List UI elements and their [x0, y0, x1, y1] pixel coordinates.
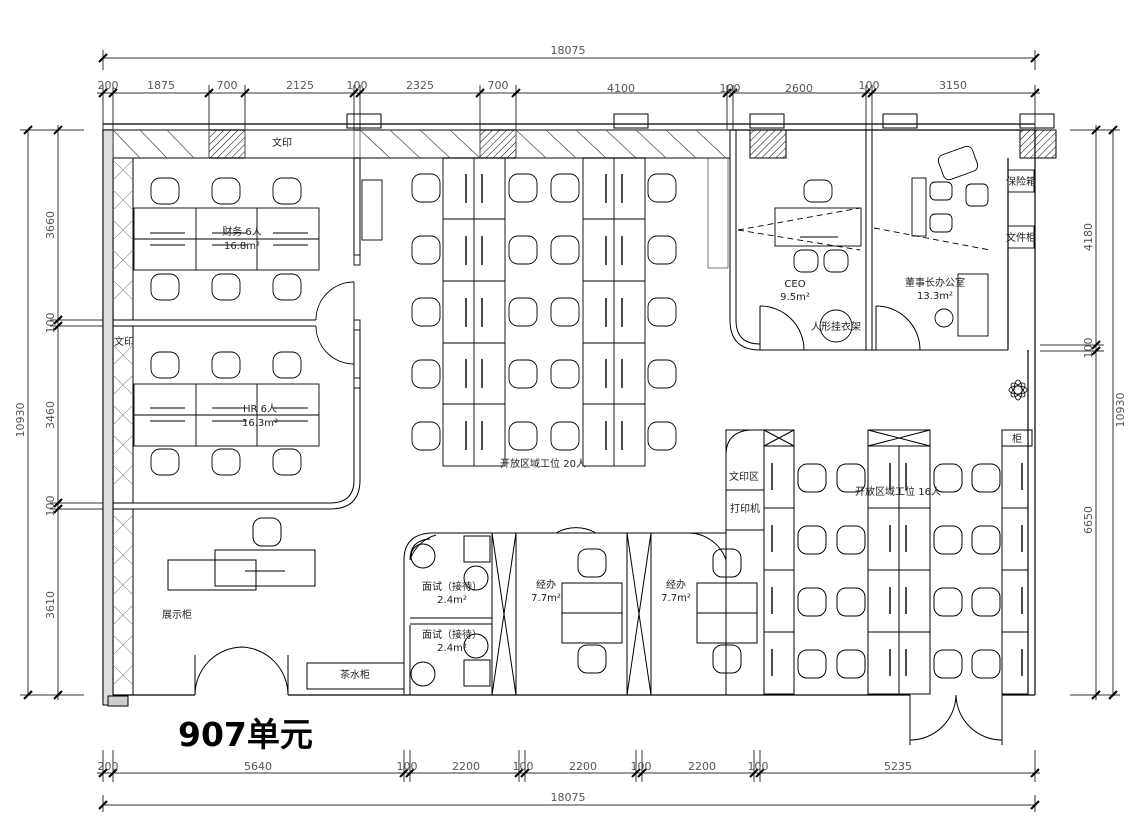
dim-left-1: 3660: [44, 211, 57, 239]
dimension-ticks: [23, 53, 1118, 810]
dim-right-1: 4180: [1082, 223, 1095, 251]
room-interview2-area: 2.4m²: [437, 643, 467, 654]
label-print-top: 文印: [272, 136, 292, 149]
ceo-outer-cabinet: [707, 157, 729, 269]
room-interview1-area: 2.4m²: [437, 595, 467, 606]
room-manager2-name: 经办: [666, 578, 686, 591]
dim-right-total: 10930: [1114, 393, 1127, 428]
label-print-area: 文印区: [729, 470, 759, 483]
dim-top-3: 700: [217, 79, 238, 92]
dim-bottom-3: 100: [397, 760, 418, 773]
display-area: [167, 517, 1003, 745]
dim-bottom-10: 5235: [884, 760, 912, 773]
room-interview1-name: 面试（接待）: [422, 580, 482, 593]
room-display-name: 展示柜: [162, 608, 192, 621]
interior-walls: [113, 158, 361, 695]
dimension-texts: 18075 200 1875 700 2125 100 2325 700 410…: [14, 44, 1127, 804]
room-hr-area: 16.3m²: [242, 418, 278, 429]
dim-bottom-5: 100: [513, 760, 534, 773]
room-open-b-name: 开放区域工位 16人: [855, 485, 941, 498]
dim-top-5: 100: [347, 79, 368, 92]
dim-right-3: 6650: [1082, 506, 1095, 534]
structural-columns: [208, 129, 1057, 159]
room-chairman-name: 董事长办公室: [905, 276, 965, 289]
room-finance-area: 16.8m²: [224, 241, 260, 252]
room-chairman-area: 13.3m²: [917, 291, 953, 302]
dim-top-8: 4100: [607, 82, 635, 95]
dim-left-5: 3610: [44, 591, 57, 619]
dim-top-10: 2600: [785, 82, 813, 95]
dim-right-2: 100: [1082, 338, 1095, 359]
dim-top-total: 18075: [551, 44, 586, 57]
dim-left-total: 10930: [14, 403, 27, 438]
left-cabinet-hatch: [112, 159, 134, 686]
finance-desks: [133, 177, 320, 301]
dim-bottom-2: 5640: [244, 760, 272, 773]
room-labels: 文印 文印 财务 6人 16.8m² HR 6人 16.3m² 开放区域工位 2…: [114, 136, 1036, 681]
dim-left-3: 3460: [44, 401, 57, 429]
wall-end: [107, 695, 129, 707]
dim-top-7: 700: [488, 79, 509, 92]
window-posts: [346, 113, 1055, 129]
dim-top-12: 3150: [939, 79, 967, 92]
dim-left-2: 100: [44, 313, 57, 334]
top-cabinets: [112, 129, 731, 159]
dim-bottom-total: 18075: [551, 791, 586, 804]
chairman-furniture: [873, 145, 1035, 350]
room-manager1-area: 7.7m²: [531, 593, 561, 604]
room-ceo-area: 9.5m²: [780, 292, 810, 303]
label-ceo-closet: 人形挂衣架: [811, 320, 861, 333]
unit-title: 907单元: [178, 715, 313, 754]
dim-bottom-8: 2200: [688, 760, 716, 773]
left-wall-band: [102, 129, 114, 706]
room-ceo-name: CEO: [784, 279, 805, 290]
hr-desks: [133, 351, 320, 476]
dim-top-1: 200: [98, 79, 119, 92]
dim-top-6: 2325: [406, 79, 434, 92]
room-interview2-name: 面试（接待）: [422, 628, 482, 641]
dim-top-4: 2125: [286, 79, 314, 92]
label-print-left: 文印: [114, 335, 134, 348]
dim-bottom-1: 200: [98, 760, 119, 773]
dim-bottom-4: 2200: [452, 760, 480, 773]
label-cabinet-a: 保险箱: [1006, 175, 1036, 188]
dim-top-9: 100: [720, 82, 741, 95]
room-finance-name: 财务 6人: [222, 225, 262, 238]
label-printer: 打印机: [730, 502, 760, 515]
open-area-b: [725, 429, 1033, 696]
ceo-furniture: [737, 179, 862, 343]
dim-bottom-9: 100: [748, 760, 769, 773]
small-rooms: [306, 527, 758, 696]
dim-bottom-6: 2200: [569, 760, 597, 773]
room-manager2-area: 7.7m²: [661, 593, 691, 604]
dim-top-11: 100: [859, 79, 880, 92]
room-hr-name: HR 6人: [243, 403, 277, 415]
dimension-lines: [20, 50, 1120, 812]
label-tea: 茶水柜: [340, 668, 370, 681]
dim-top-2: 1875: [147, 79, 175, 92]
open-area-a-desks: [361, 157, 677, 467]
dim-left-4: 100: [44, 496, 57, 517]
dim-bottom-7: 100: [631, 760, 652, 773]
doors-left: [315, 254, 361, 389]
label-cabinet: 柜: [1012, 432, 1022, 445]
room-manager1-name: 经办: [536, 578, 556, 591]
plant-icon: [1008, 379, 1028, 401]
executive-walls: [729, 130, 1008, 351]
label-cabinet-b: 文件柜: [1006, 231, 1036, 244]
room-open-a-name: 开放区域工位 20人: [500, 457, 586, 470]
